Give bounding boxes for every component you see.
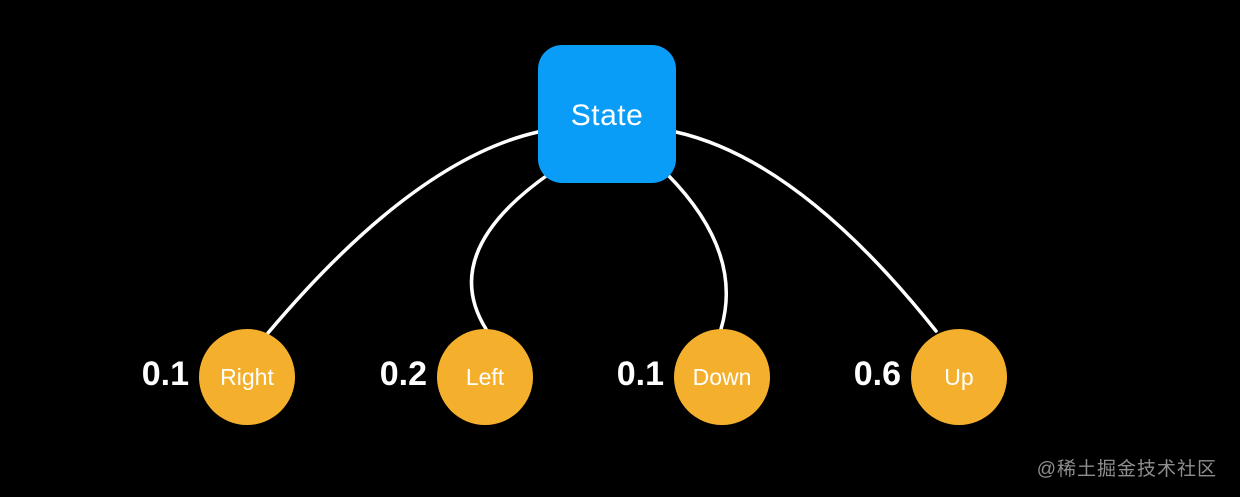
probability-label-up: 0.6: [853, 355, 901, 393]
edge-state-to-right: [266, 130, 540, 335]
action-node-right-label: Right: [220, 363, 274, 390]
watermark: @稀土掘金技术社区: [1036, 459, 1217, 480]
probability-label-down: 0.1: [616, 355, 664, 393]
action-node-up-label: Up: [944, 363, 974, 390]
edge-state-to-left: [469, 172, 551, 331]
state-node-label: State: [570, 99, 644, 132]
probability-label-left: 0.2: [379, 355, 427, 393]
action-node-right: Right: [199, 329, 295, 425]
state-node: State: [538, 45, 676, 183]
edge-state-to-up: [674, 130, 938, 333]
edge-state-to-down: [665, 172, 729, 331]
action-node-up: Up: [911, 329, 1007, 425]
action-node-down: Down: [674, 329, 770, 425]
action-node-left: Left: [437, 329, 533, 425]
action-node-left-label: Left: [465, 363, 505, 390]
action-node-down-label: Down: [692, 363, 752, 390]
probability-label-right: 0.1: [141, 355, 189, 393]
